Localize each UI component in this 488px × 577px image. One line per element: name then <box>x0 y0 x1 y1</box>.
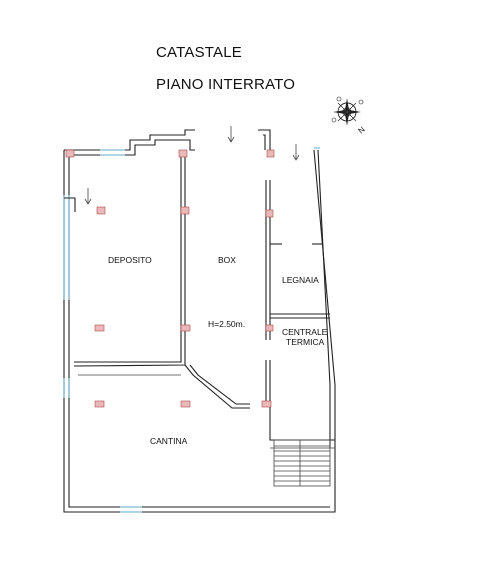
compass-north-label: N <box>357 125 367 136</box>
staircase <box>273 439 331 487</box>
compass-icon: N <box>331 96 367 136</box>
plan-subtitle: PIANO INTERRATO <box>156 76 296 93</box>
room-label-deposito: DEPOSITO <box>108 255 152 265</box>
room-label-centrale: CENTRALE <box>282 327 328 337</box>
room-label-termica: TERMICA <box>286 337 325 347</box>
box-height-label: H=2.50m. <box>208 319 245 329</box>
interior-walls <box>64 150 335 449</box>
windows <box>63 147 320 513</box>
room-label-box: BOX <box>218 255 236 265</box>
plan-title: CATASTALE <box>156 44 242 61</box>
pillars <box>65 149 275 408</box>
outer-walls <box>63 129 336 513</box>
room-label-legnaia: LEGNAIA <box>282 275 319 285</box>
entry-arrows <box>84 126 300 205</box>
room-label-cantina: CANTINA <box>150 436 188 446</box>
